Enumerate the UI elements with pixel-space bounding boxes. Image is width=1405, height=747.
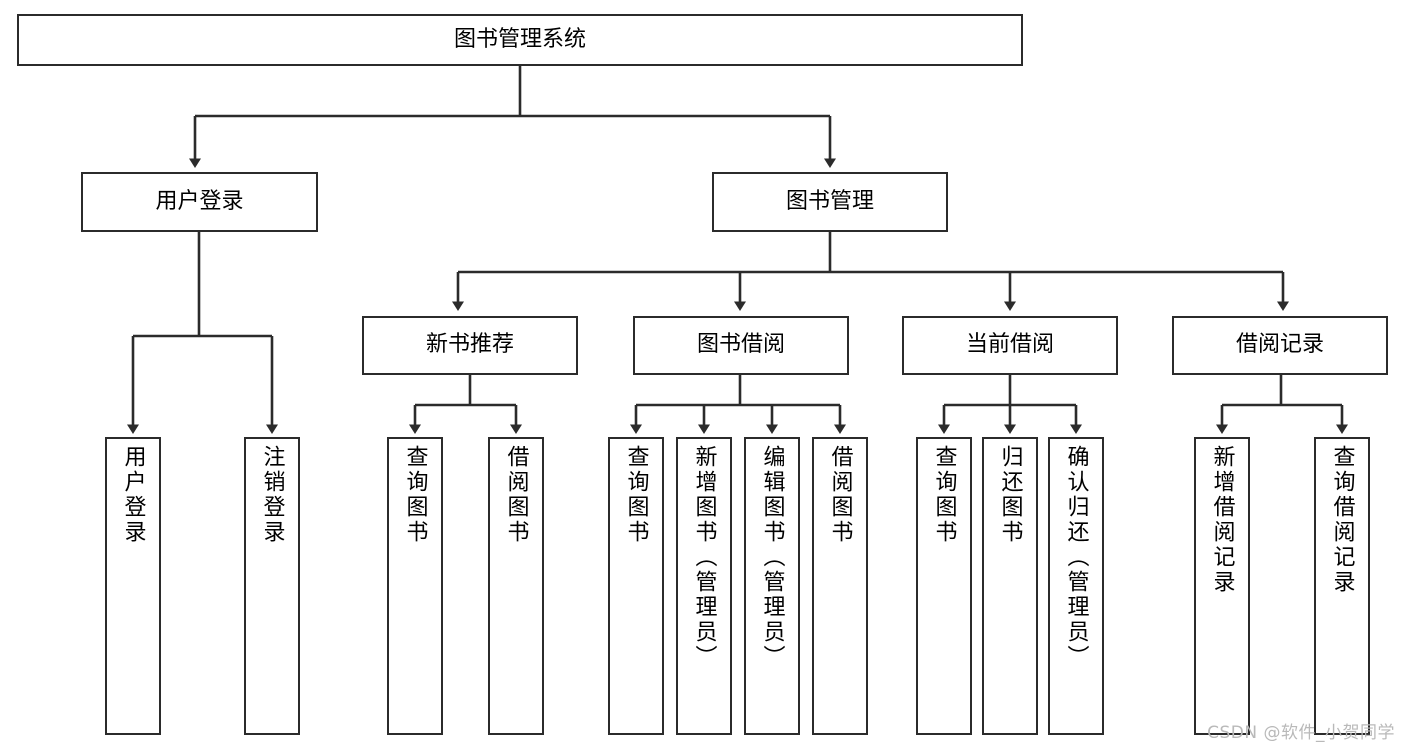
node-leaf-user-login[interactable]: 用户登录: [105, 437, 161, 735]
node-leaf-add-borrow-record-label: 新增借阅记录: [1209, 445, 1235, 595]
node-leaf-query-borrow-record-label: 查询借阅记录: [1329, 445, 1355, 595]
node-leaf-add-borrow-record[interactable]: 新增借阅记录: [1194, 437, 1250, 735]
node-new-book-recommend[interactable]: 新书推荐: [362, 316, 578, 375]
node-leaf-return-book-label: 归还图书: [997, 445, 1023, 545]
node-current-borrow-label: 当前借阅: [965, 332, 1054, 358]
node-book-borrow[interactable]: 图书借阅: [633, 316, 849, 375]
node-leaf-query-book-cur-label: 查询图书: [931, 445, 957, 545]
node-root-label: 图书管理系统: [453, 26, 586, 52]
watermark: CSDN @软件_小贺同学: [1207, 723, 1395, 743]
node-leaf-borrow-book-rec-label: 借阅图书: [503, 445, 529, 545]
node-leaf-edit-book-admin-label: 编辑图书（管理员）: [759, 445, 785, 670]
node-leaf-borrow-book-bor-label: 借阅图书: [827, 445, 853, 545]
node-root[interactable]: 图书管理系统: [17, 14, 1023, 66]
node-leaf-user-logout-label: 注销登录: [259, 445, 285, 545]
node-leaf-add-book-admin-label: 新增图书（管理员）: [691, 445, 717, 670]
node-current-borrow[interactable]: 当前借阅: [902, 316, 1118, 375]
node-leaf-add-book-admin[interactable]: 新增图书（管理员）: [676, 437, 732, 735]
node-new-book-recommend-label: 新书推荐: [425, 332, 514, 358]
node-leaf-user-login-label: 用户登录: [120, 445, 146, 545]
node-leaf-confirm-return-admin[interactable]: 确认归还（管理员）: [1048, 437, 1104, 735]
node-leaf-query-book-bor-label: 查询图书: [623, 445, 649, 545]
node-user-login[interactable]: 用户登录: [81, 172, 318, 232]
node-leaf-query-book-cur[interactable]: 查询图书: [916, 437, 972, 735]
node-book-manage-label: 图书管理: [785, 188, 874, 214]
node-leaf-borrow-book-rec[interactable]: 借阅图书: [488, 437, 544, 735]
node-borrow-record[interactable]: 借阅记录: [1172, 316, 1388, 375]
node-leaf-query-borrow-record[interactable]: 查询借阅记录: [1314, 437, 1370, 735]
node-leaf-confirm-return-admin-label: 确认归还（管理员）: [1063, 445, 1089, 670]
node-leaf-query-book-bor[interactable]: 查询图书: [608, 437, 664, 735]
node-leaf-query-book-rec-label: 查询图书: [402, 445, 428, 545]
node-leaf-return-book[interactable]: 归还图书: [982, 437, 1038, 735]
node-book-manage[interactable]: 图书管理: [712, 172, 948, 232]
node-leaf-query-book-rec[interactable]: 查询图书: [387, 437, 443, 735]
node-leaf-borrow-book-bor[interactable]: 借阅图书: [812, 437, 868, 735]
node-user-login-label: 用户登录: [155, 188, 244, 214]
node-book-borrow-label: 图书借阅: [696, 332, 785, 358]
node-borrow-record-label: 借阅记录: [1235, 332, 1324, 358]
node-leaf-user-logout[interactable]: 注销登录: [244, 437, 300, 735]
node-leaf-edit-book-admin[interactable]: 编辑图书（管理员）: [744, 437, 800, 735]
